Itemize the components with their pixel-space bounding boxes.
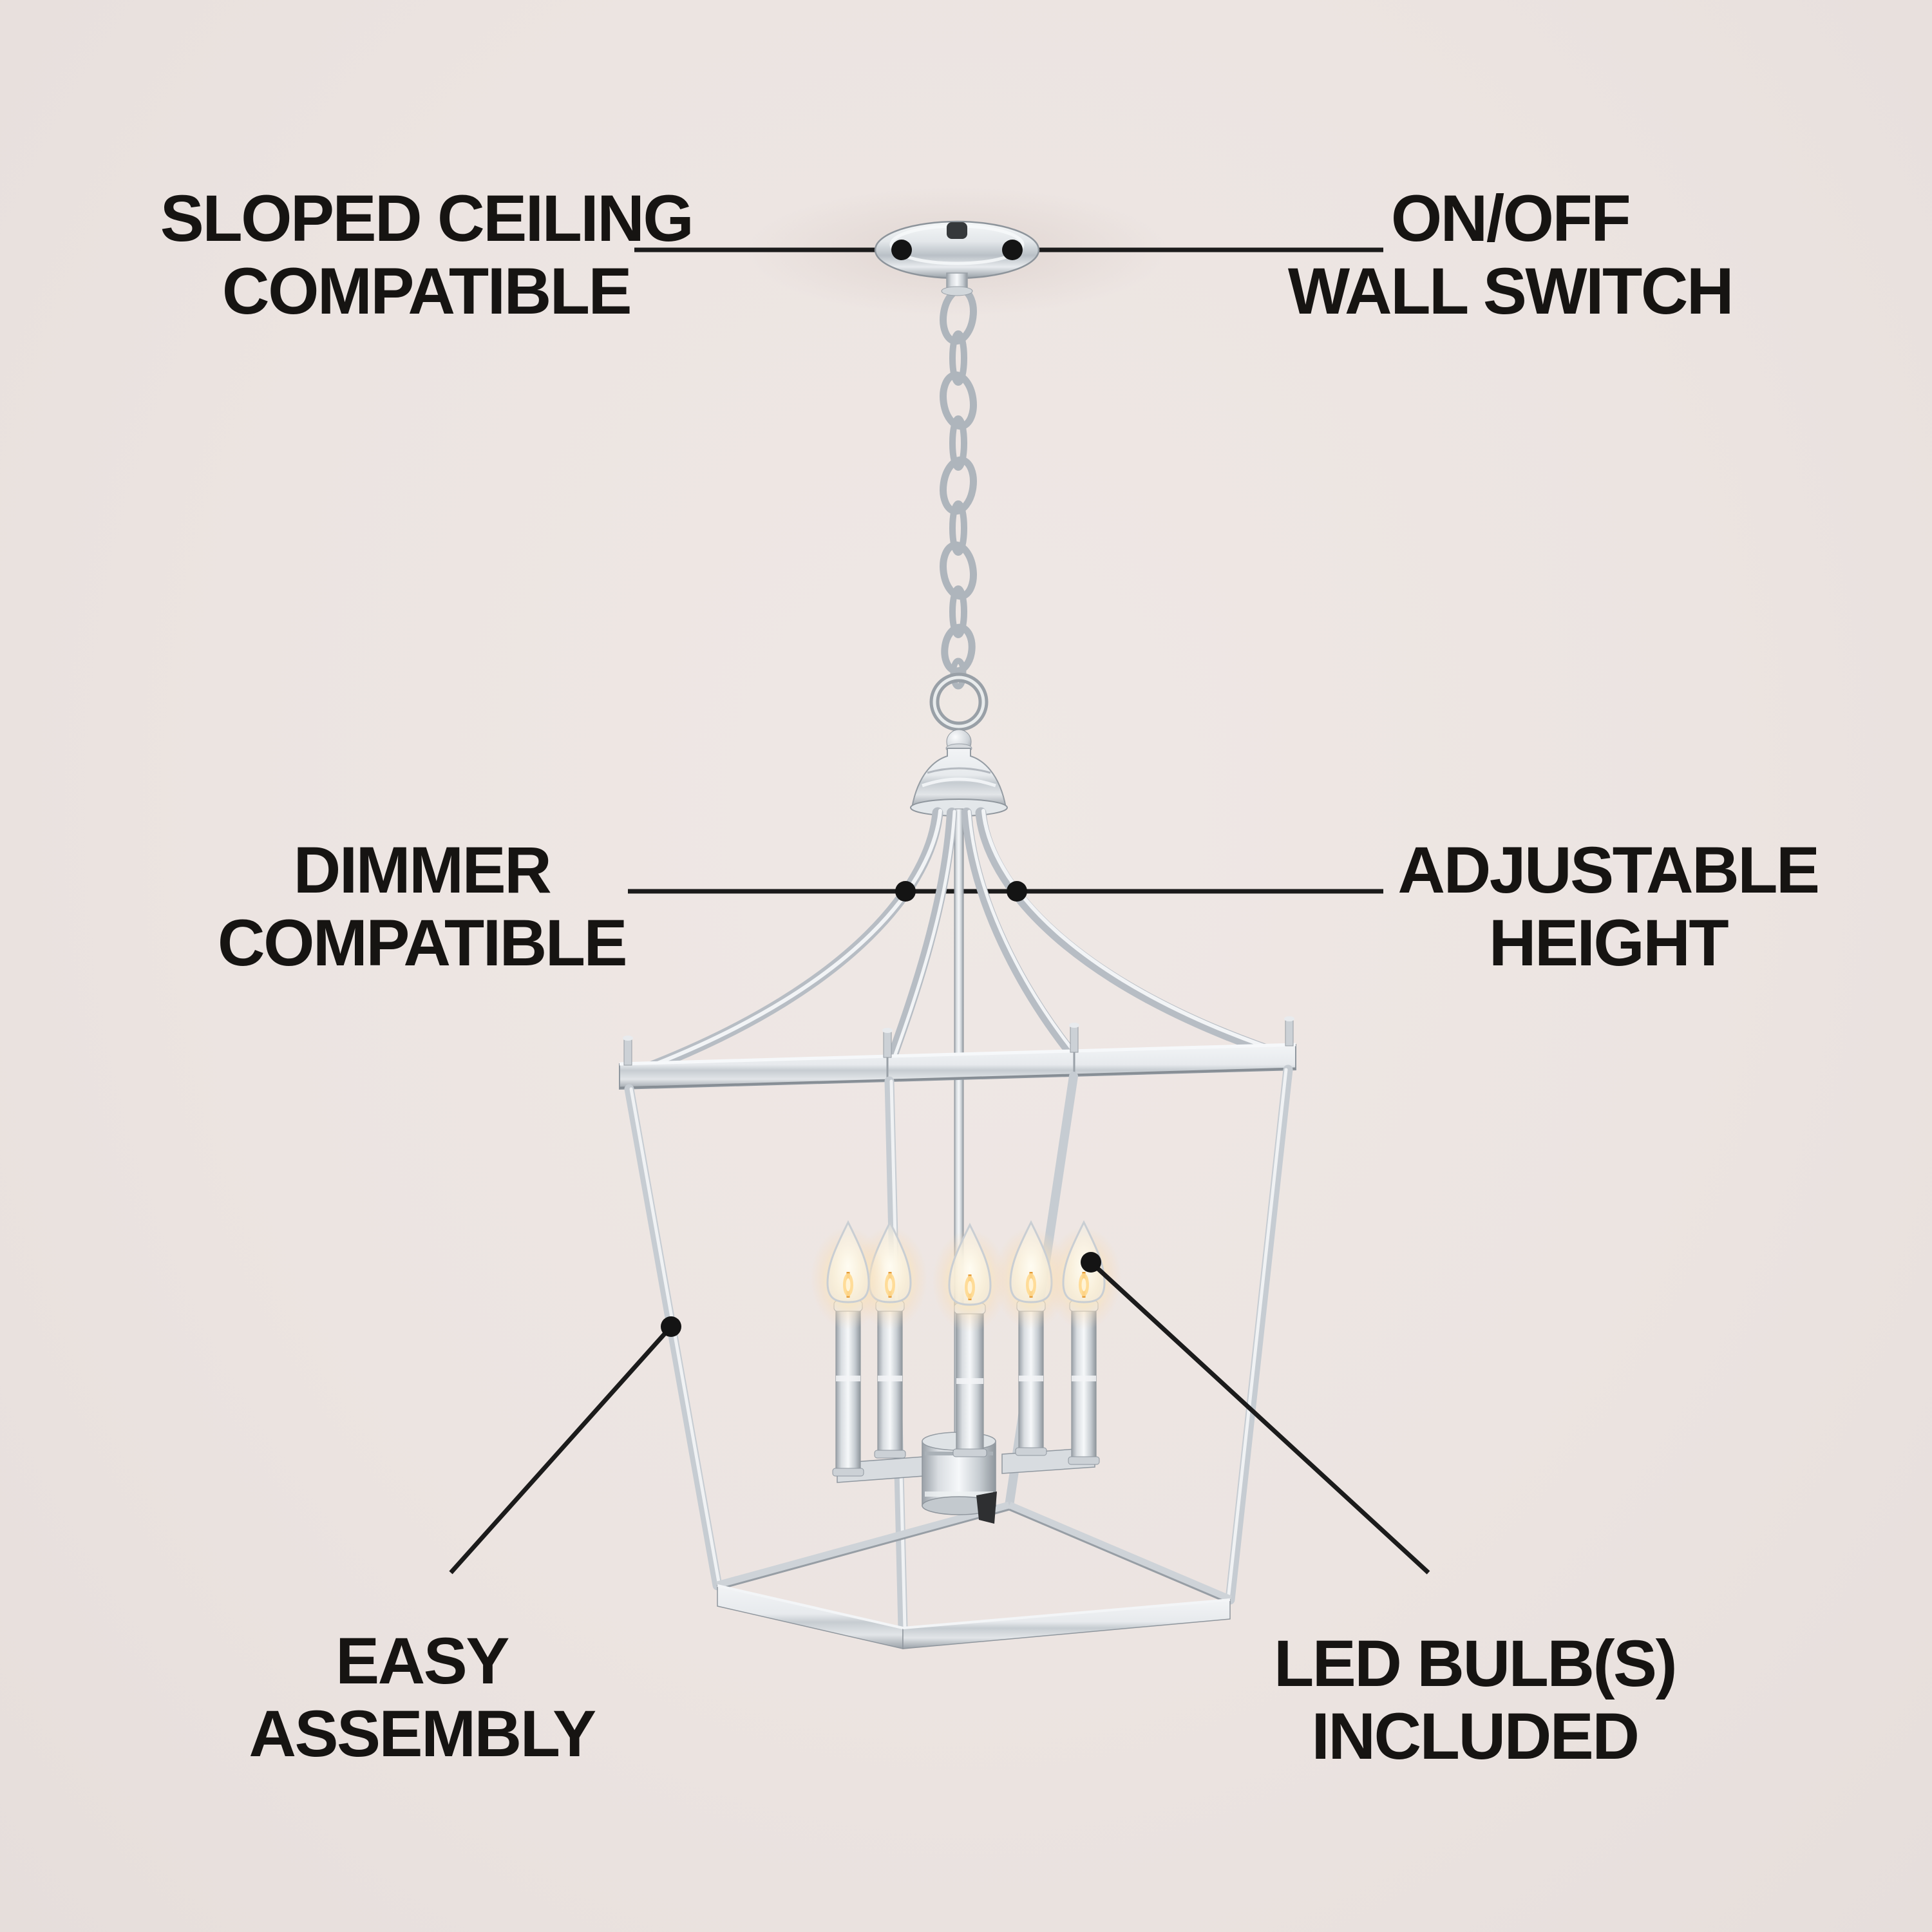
callout-text-line: SLOPED CEILING: [160, 182, 694, 255]
callout-dot-sloped-ceiling: [891, 240, 912, 260]
callout-text-line: DIMMER: [293, 833, 552, 907]
hanging-chain: [940, 286, 977, 690]
callout-dot-dimmer: [895, 881, 916, 902]
bulb-glow-core: [846, 1278, 851, 1291]
corner-peg-cap: [623, 1036, 633, 1041]
callout-line-easy-assembly: [449, 1325, 673, 1575]
candle-flange: [952, 1448, 987, 1457]
canopy-keyhole: [947, 222, 967, 239]
callout-text-line: EASY: [336, 1624, 509, 1698]
corner-post-highlight: [629, 1087, 721, 1587]
callout-text-line: WALL SWITCH: [1287, 254, 1734, 328]
corner-peg-cap: [1284, 1016, 1294, 1021]
callout-on-off-wall-switch: ON/OFF WALL SWITCH: [1287, 182, 1734, 328]
hub-ridge: [925, 1492, 993, 1497]
corner-peg: [883, 1030, 892, 1058]
callout-dot-led-bulbs: [1081, 1252, 1101, 1273]
curved-arm-highlight: [652, 809, 942, 1066]
corner-peg: [623, 1037, 632, 1066]
curved-arm-inner-left: [886, 808, 957, 1066]
cage-corner-pegs: [623, 1016, 1294, 1066]
chandelier: [619, 220, 1296, 1649]
bottom-rail-shade: [717, 1508, 1010, 1591]
candle-flange: [1015, 1447, 1047, 1456]
candle-flange: [832, 1468, 864, 1477]
candle-band: [836, 1376, 860, 1381]
bottom-rail-front-left: [717, 1585, 904, 1649]
bell-cap-ridge: [922, 777, 996, 788]
bulb-glass: [948, 1222, 992, 1306]
cage-bottom-frame: [716, 1501, 1232, 1649]
cage-corner-posts: [624, 1065, 1293, 1633]
corner-peg-cap: [1069, 1023, 1079, 1028]
bulb-glow-core: [1081, 1278, 1086, 1291]
bell-cap-ridge: [927, 767, 991, 774]
callout-text-line: INCLUDED: [1311, 1700, 1640, 1773]
callout-line-led-bulbs: [1089, 1260, 1430, 1575]
candle-band: [1072, 1376, 1096, 1381]
curved-arms: [646, 807, 1295, 1072]
callout-text-line: ON/OFF: [1390, 182, 1631, 255]
candle-flange: [874, 1450, 906, 1459]
callout-dimmer-compatible: DIMMER COMPATIBLE: [217, 833, 628, 980]
curved-arm-highlight: [891, 810, 956, 1062]
bottom-rail-back-left: [716, 1501, 1010, 1590]
ceiling-canopy: [874, 220, 1040, 296]
corner-post-highlight: [1226, 1068, 1288, 1602]
bottom-rail-highlight: [902, 1598, 1231, 1629]
candle-band: [1019, 1376, 1043, 1381]
curved-arm-inner-right: [961, 808, 1078, 1060]
candle-sleeve: [835, 1311, 861, 1472]
hanging-ring-highlight: [933, 676, 985, 728]
led-bulbs: [811, 1220, 1121, 1332]
callout-text-line: COMPATIBLE: [217, 906, 628, 980]
callout-easy-assembly: EASY ASSEMBLY: [249, 1624, 596, 1770]
cage-top-rail: [619, 1043, 1296, 1090]
corner-peg-cap: [882, 1028, 893, 1033]
candle-band: [878, 1376, 902, 1381]
chain-link: [949, 330, 967, 386]
corner-peg: [1285, 1018, 1294, 1046]
callout-led-bulbs-included: LED BULB(S) INCLUDED: [1273, 1627, 1678, 1773]
chain-link: [949, 500, 967, 556]
candle-center: [952, 1303, 987, 1457]
bulb-glass: [1009, 1220, 1053, 1303]
curved-arm-outer-right: [975, 807, 1295, 1063]
callout-text-line: HEIGHT: [1488, 906, 1729, 980]
candle-flange: [1068, 1456, 1100, 1465]
callout-text-line: ASSEMBLY: [249, 1697, 596, 1770]
corner-post-right: [1225, 1065, 1293, 1605]
candle-sleeve: [1071, 1311, 1097, 1460]
chain-link: [949, 585, 967, 638]
curved-arm-highlight: [981, 809, 1294, 1057]
callout-dot-adjustable-height: [1007, 881, 1027, 902]
chain-link: [949, 415, 967, 471]
callout-text-line: LED BULB(S): [1273, 1627, 1678, 1700]
corner-peg: [1070, 1025, 1079, 1053]
bulb-glow-core: [1028, 1278, 1034, 1291]
curved-arm-outer-left: [646, 807, 943, 1072]
bulb-glow-core: [887, 1278, 893, 1291]
candle-sleeve: [877, 1311, 903, 1454]
bulb-glass: [826, 1220, 870, 1303]
corner-post-left: [624, 1084, 723, 1591]
curved-arm-highlight: [967, 810, 1077, 1056]
callout-dot-wall-switch: [1002, 240, 1023, 260]
candle-band: [956, 1378, 983, 1384]
bulb-glow-core: [967, 1281, 972, 1294]
callout-text-line: COMPATIBLE: [222, 254, 632, 328]
callout-text-line: ADJUSTABLE: [1397, 833, 1820, 907]
rail-highlight: [619, 1043, 1296, 1066]
callout-sloped-ceiling: SLOPED CEILING COMPATIBLE: [160, 182, 694, 328]
hub-wire-tab: [976, 1492, 997, 1524]
bottom-rail-shade: [1009, 1508, 1231, 1605]
callout-adjustable-height: ADJUSTABLE HEIGHT: [1397, 833, 1820, 980]
bottom-rail-highlight: [717, 1584, 904, 1629]
bottom-rail-back-right: [1007, 1502, 1232, 1604]
canopy-stem-flange: [941, 286, 973, 296]
callout-dot-easy-assembly: [661, 1316, 681, 1337]
hanging-ring-and-finial: [910, 672, 1008, 817]
rail-shade: [619, 1067, 1296, 1089]
